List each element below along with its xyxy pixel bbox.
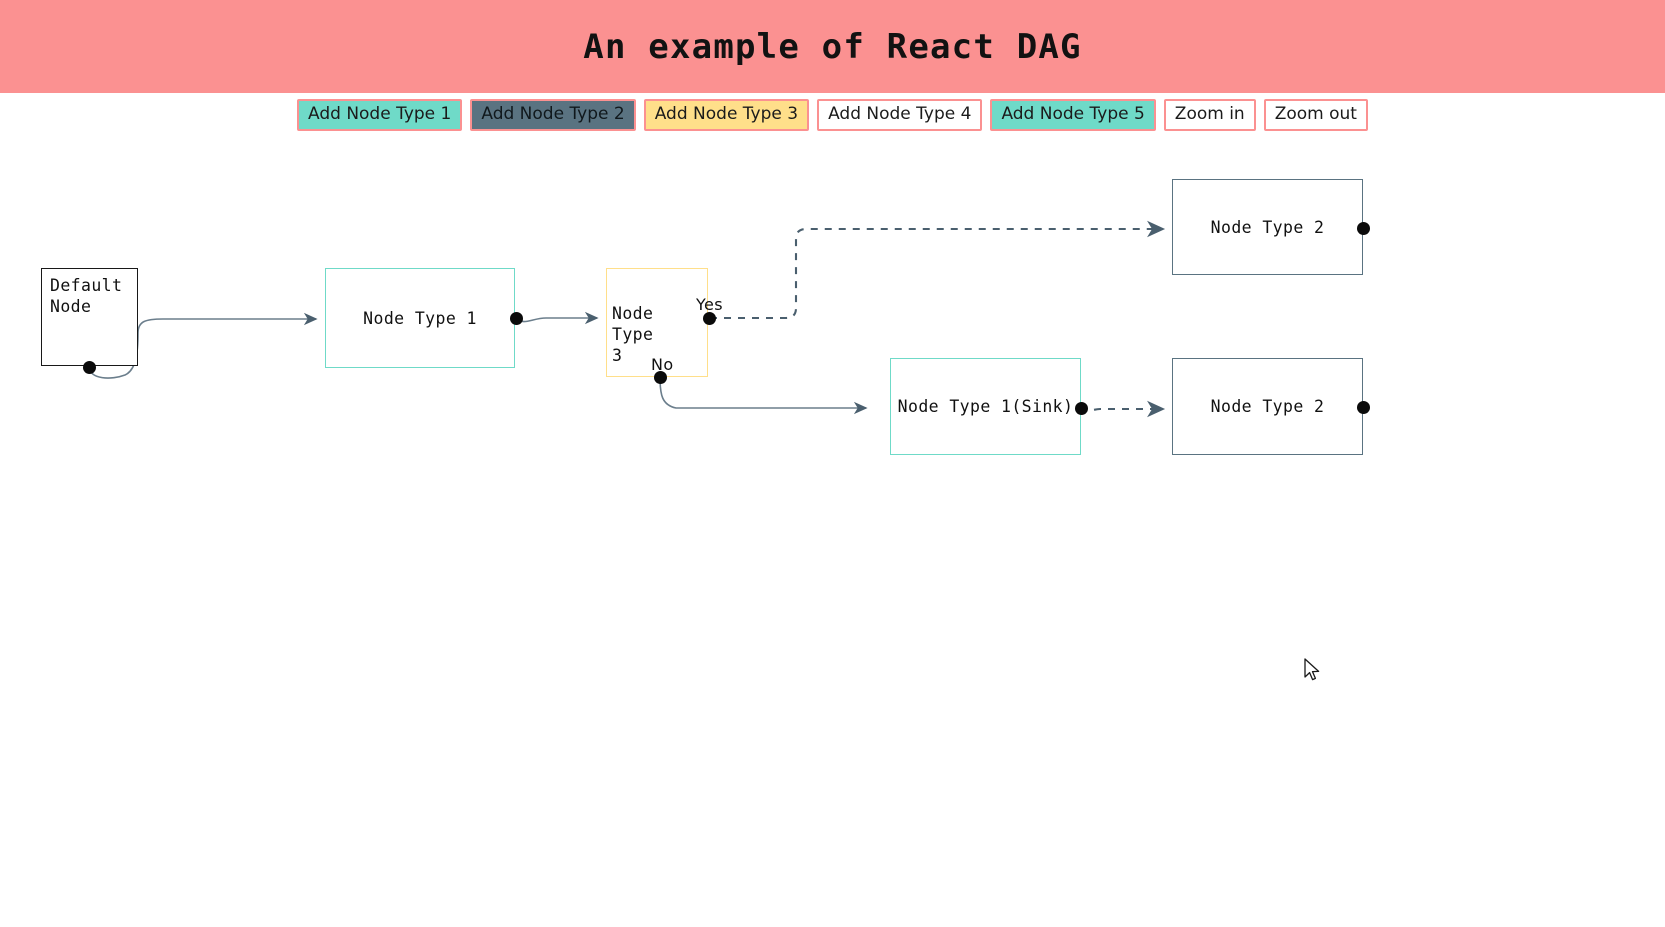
node-type-3-no-handle[interactable] [654,371,667,384]
edge-type1-to-type3 [515,311,599,325]
node-type-3-yes-label: Yes [696,295,724,314]
node-type-1-sink[interactable]: Node Type 1(Sink) [890,358,1088,455]
node-default-source-handle[interactable] [83,361,96,374]
node-type-2-bottom-label: Node Type 2 [1210,397,1325,416]
node-type-3-label: Node Type 3 [612,304,654,365]
node-type-2-bottom[interactable]: Node Type 2 [1172,358,1370,455]
node-type-2-top-label: Node Type 2 [1210,217,1325,237]
node-default[interactable]: Default Node [41,268,138,374]
node-type-3-yes-handle[interactable] [703,312,716,325]
page-header: An example of React DAG [0,0,1665,93]
edge-type3-yes-to-type2-top [710,220,1166,320]
add-node-type-2-button[interactable]: Add Node Type 2 [470,99,636,131]
zoom-in-button[interactable]: Zoom in [1163,99,1256,131]
node-type-3[interactable]: Node Type 3 Yes No [606,268,723,384]
edge-type3-no-to-sink [659,376,868,415]
node-type-1-sink-source-handle[interactable] [1075,402,1088,415]
node-type-3-no-label: No [651,355,674,374]
node-type-1-label: Node Type 1 [363,308,477,328]
edge-layer [88,220,1166,418]
edge-sink-to-type2-bottom [1080,400,1166,418]
toolbar: Add Node Type 1 Add Node Type 2 Add Node… [0,99,1665,131]
page-title: An example of React DAG [583,26,1082,67]
node-type-1-sink-label: Node Type 1(Sink) [897,397,1074,416]
add-node-type-3-button[interactable]: Add Node Type 3 [643,99,810,131]
node-default-label: Default Node [50,276,123,316]
zoom-out-button[interactable]: Zoom out [1263,99,1368,131]
node-type-2-top-source-handle[interactable] [1357,222,1370,235]
node-type-2-top[interactable]: Node Type 2 [1172,179,1370,275]
add-node-type-4-button[interactable]: Add Node Type 4 [817,99,983,131]
add-node-type-1-button[interactable]: Add Node Type 1 [297,99,463,131]
node-type-1[interactable]: Node Type 1 [325,268,523,368]
add-node-type-5-button[interactable]: Add Node Type 5 [990,99,1156,131]
node-type-1-source-handle[interactable] [510,312,523,325]
node-type-2-bottom-source-handle[interactable] [1357,401,1370,414]
dag-canvas[interactable]: Default Node Node Type 1 Node Type 3 Yes… [0,137,1665,927]
